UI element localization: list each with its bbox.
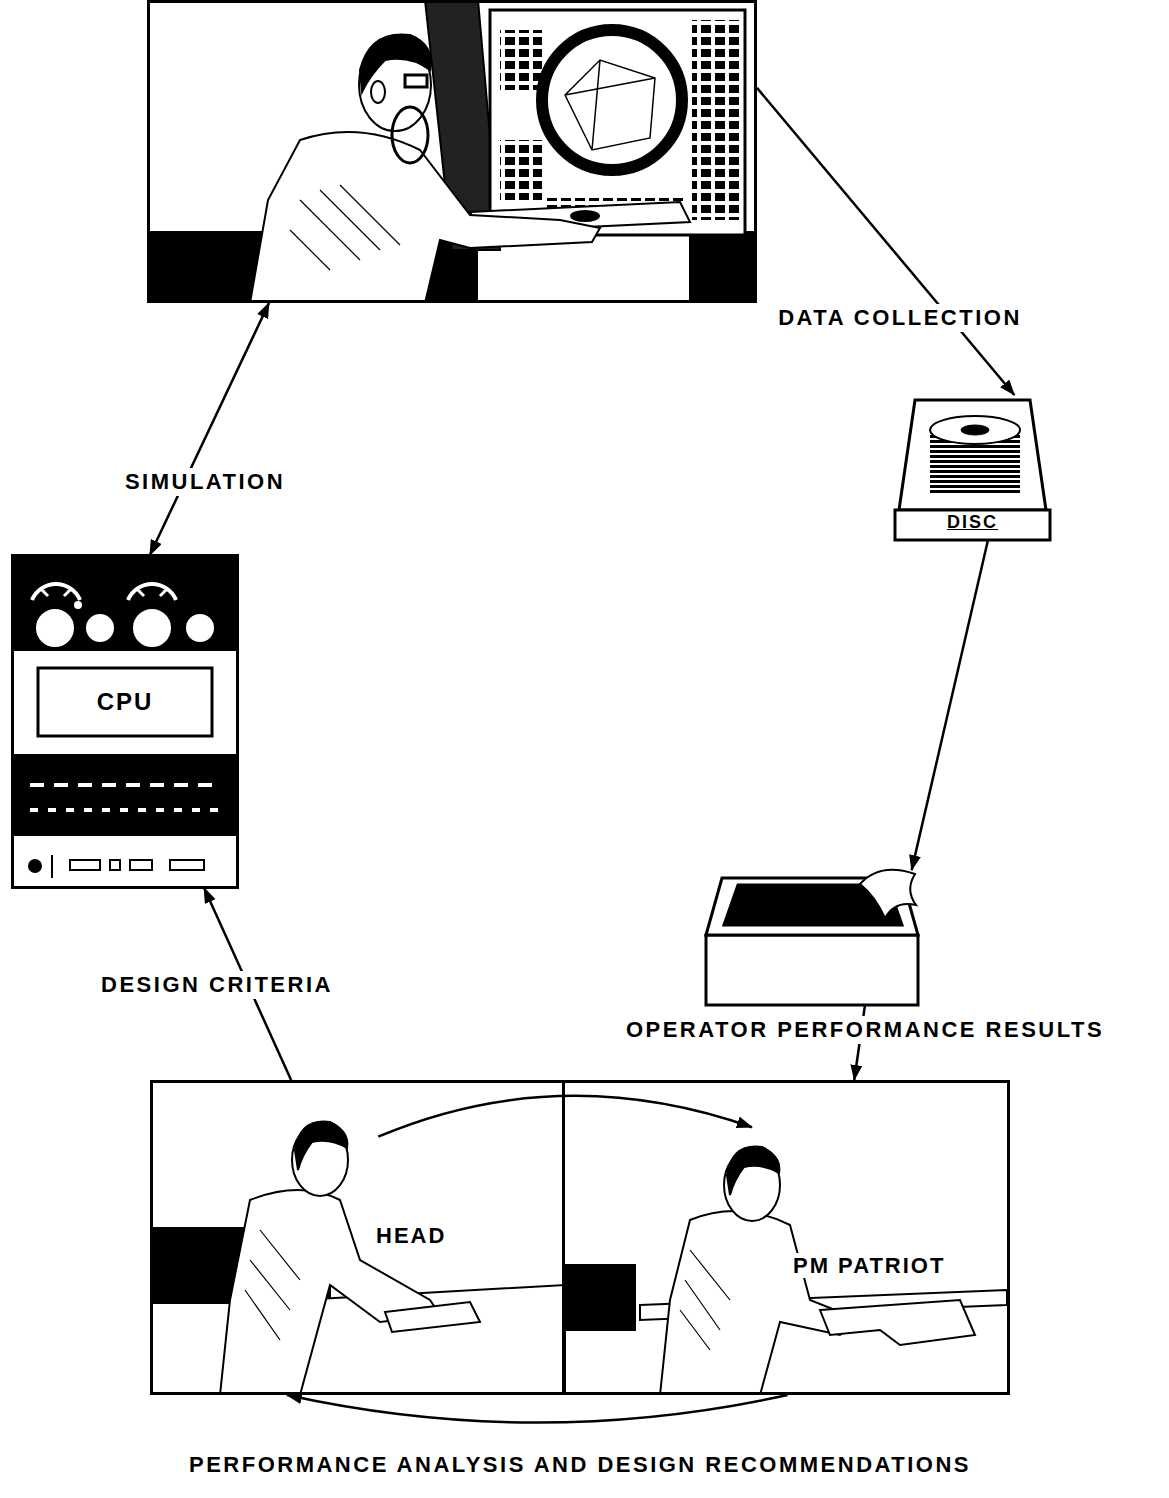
review-scene-part (565, 1265, 635, 1330)
console-operator-scene-part (392, 107, 428, 163)
console-operator-scene (150, 3, 754, 300)
printer-unit (706, 860, 918, 1005)
review-scene (153, 1122, 1007, 1392)
console-scene-panel (147, 0, 757, 303)
review-scene-part (295, 1122, 347, 1170)
caption-label: PERFORMANCE ANALYSIS AND DESIGN RECOMMEN… (184, 1451, 976, 1478)
review-scene-part (660, 1211, 860, 1392)
cpu-cabinet-drawing-part (12, 555, 238, 650)
console-operator-scene-part (692, 20, 742, 220)
review-scene-part (385, 1302, 480, 1332)
cpu-cabinet-drawing-part (185, 613, 215, 643)
cpu-cabinet-drawing-part (12, 555, 238, 888)
node-label: PM PATRIOT (790, 1253, 948, 1278)
console-operator-scene-part (500, 140, 542, 200)
flow-label: SIMULATION (120, 468, 290, 495)
flow-label: DESIGN CRITERIA (96, 971, 338, 998)
disc-drive-drawing-part (961, 425, 989, 435)
printer-drawing-part (860, 870, 916, 918)
disc-drive-drawing-part (930, 416, 1020, 444)
printer-drawing (706, 870, 918, 1005)
console-operator-scene-part (250, 132, 600, 300)
cpu-cabinet-drawing-part (170, 860, 204, 870)
disc-drive-drawing (895, 400, 1050, 540)
review-scene-part (300, 1285, 565, 1392)
console-operator-scene-part (542, 30, 682, 170)
console-operator-scene-part (490, 10, 745, 235)
console-operator-scene-part (571, 211, 599, 221)
disc-drive-drawing-part (895, 510, 1050, 540)
node-label: CPU (94, 688, 157, 716)
cpu-cabinet-drawing-part (70, 860, 100, 870)
cpu-cabinet: CPU (12, 555, 238, 888)
printer-drawing-part (706, 935, 918, 1005)
connector-arrow (757, 88, 1014, 395)
pm-patriot-panel: PM PATRIOT (565, 1080, 1010, 1395)
console-operator-scene-part (360, 34, 431, 92)
cpu-cabinet-drawing-part (110, 860, 120, 870)
cpu-cabinet-drawing-part (40, 588, 168, 596)
console-operator-scene-part (371, 81, 385, 103)
disc-drive-drawing-part (899, 400, 1046, 510)
cpu-cabinet-drawing-part (12, 755, 238, 835)
connector-arrow (150, 303, 269, 555)
console-operator-scene-part (405, 75, 427, 87)
review-scene-part (680, 1250, 730, 1350)
console-operator-scene-part (565, 60, 655, 150)
connector-arrow (287, 1395, 788, 1423)
flow-label: OPERATOR PERFORMANCE RESULTS (621, 1016, 1109, 1043)
cpu-cabinet-drawing (12, 555, 238, 888)
head-panel: HEAD (150, 1080, 565, 1395)
cpu-cabinet-drawing-part (85, 613, 115, 643)
cpu-cabinet-drawing-part (29, 860, 41, 872)
disc-unit: DISC (895, 395, 1050, 540)
console-operator-scene-part (500, 30, 542, 90)
review-scene-part (727, 1147, 779, 1195)
connector-arrow (378, 1096, 752, 1137)
cpu-cabinet-drawing-part (35, 608, 75, 648)
cpu-cabinet-drawing-part (38, 668, 212, 736)
flow-label: DATA COLLECTION (773, 304, 1027, 331)
connector-arrow (912, 540, 988, 870)
cpu-cabinet-drawing-part (30, 808, 220, 812)
cpu-cabinet-drawing-part (74, 601, 82, 609)
node-label: HEAD (373, 1223, 449, 1248)
cpu-cabinet-drawing-part (30, 783, 220, 787)
console-operator-scene-part (690, 232, 754, 300)
node-label: DISC (944, 512, 1001, 533)
review-scene-part (245, 1230, 300, 1340)
cpu-cabinet-drawing-part (32, 584, 176, 600)
review-scene-part (220, 1190, 440, 1392)
console-operator-scene-part (290, 185, 400, 270)
review-scene-part (820, 1300, 975, 1345)
cpu-cabinet-drawing-part (51, 855, 53, 878)
cpu-cabinet-drawing-part (130, 860, 152, 870)
cpu-cabinet-drawing-part (132, 608, 172, 648)
